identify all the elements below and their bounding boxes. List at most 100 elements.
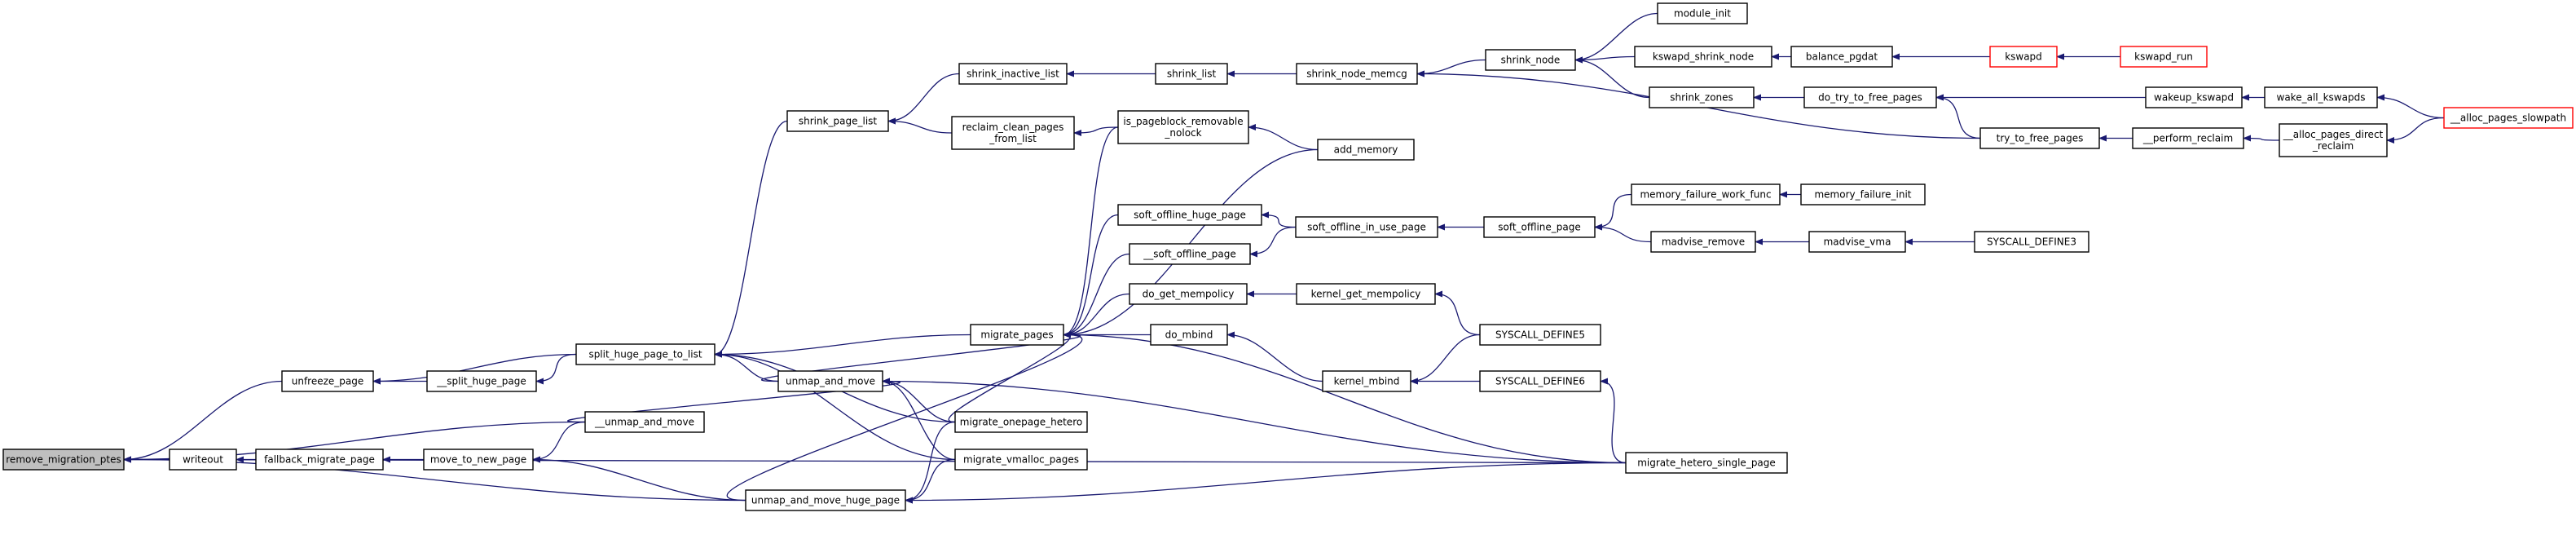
graph-node-move-to-new-page[interactable]: move_to_new_page [423,449,534,471]
call-edge-n23-to-n25 [1063,126,1119,338]
call-edge-n49-to-n25 [726,331,1083,502]
graph-node-alloc-pages-slowpath[interactable]: __alloc_pages_slowpath [2443,107,2574,129]
graph-node-madvise-remove[interactable]: madvise_remove [1650,231,1756,253]
call-edge-n37-to-n36 [1434,290,1481,336]
graph-node-soft-offline-huge-page[interactable]: soft_offline_huge_page [1117,204,1262,226]
graph-node-kswapd-shrink-node[interactable]: kswapd_shrink_node [1634,46,1772,68]
graph-node-add-memory[interactable]: add_memory [1317,139,1415,161]
node-label: wake_all_kswapds [2277,92,2366,104]
node-label: kswapd_run [2134,51,2193,63]
call-edge-n22-to-n4 [887,117,953,134]
graph-node-soft-offline-page[interactable]: soft_offline_page [1483,216,1596,238]
graph-node-kswapd[interactable]: kswapd [1989,46,2058,68]
graph-node-madvise-vma[interactable]: madvise_vma [1808,231,1906,253]
call-edge-n21-to-n20 [2243,135,2280,142]
graph-node-shrink-page-list[interactable]: shrink_page_list [786,110,889,132]
call-edge-n41-to-n40 [1600,378,1627,464]
graph-node-syscall-define3[interactable]: SYSCALL_DEFINE3 [1974,231,2089,253]
node-box [1117,110,1249,144]
graph-node-do-try-to-free-pages[interactable]: do_try_to_free_pages [1803,86,1937,108]
call-edge-n42-to-n25 [760,331,1081,382]
graph-node-split-huge-page-to-list[interactable]: split_huge_page_to_list [575,343,716,365]
graph-node-perform-reclaim[interactable]: __perform_reclaim [2132,127,2244,149]
node-label: __split_huge_page [436,376,526,387]
node-label: kernel_get_mempolicy [1311,289,1421,300]
graph-node-memory-failure-init[interactable]: memory_failure_init [1800,183,1926,206]
graph-node-shrink-list[interactable]: shrink_list [1155,63,1228,85]
graph-node-try-to-free-pages[interactable]: try_to_free_pages [1979,127,2100,149]
graph-node-unfreeze-page[interactable]: unfreeze_page [281,370,374,392]
node-label: _nolock [1164,127,1201,139]
node-label: kswapd [2005,51,2042,63]
graph-node-writeout[interactable]: writeout [169,449,237,471]
graph-node-shrink-zones[interactable]: shrink_zones [1649,86,1755,108]
graph-node-unmap-and-move[interactable]: unmap_and_move [777,370,883,392]
graph-node-do-mbind[interactable]: do_mbind [1150,324,1228,346]
graph-node-migrate-onepage-hetero[interactable]: migrate_onepage_hetero [954,411,1088,433]
graph-node-kernel-mbind[interactable]: kernel_mbind [1322,370,1411,392]
node-label: shrink_list [1167,68,1217,80]
node-box [1989,46,2058,68]
node-box [786,110,889,132]
node-label: unfreeze_page [292,376,364,387]
call-edge-n45-to-n42 [567,378,900,423]
node-label: do_try_to_free_pages [1818,92,1922,104]
graph-node-alloc-pages-direct-reclaim[interactable]: __alloc_pages_direct_reclaim [2279,123,2388,157]
node-box [1483,216,1596,238]
node-label: shrink_inactive_list [967,68,1059,80]
graph-node-migrate-hetero-single-page[interactable]: migrate_hetero_single_page [1625,452,1788,474]
node-box [1296,283,1436,305]
node-box [1155,63,1228,85]
node-label: __perform_reclaim [2142,133,2233,144]
node-box [1657,2,1748,24]
graph-node-kernel-get-mempolicy[interactable]: kernel_get_mempolicy [1296,283,1436,305]
node-label: __alloc_pages_direct [2283,129,2384,140]
node-box [2279,123,2388,157]
node-label: soft_offline_page [1498,222,1581,233]
node-label: do_get_mempolicy [1143,289,1235,300]
graph-node-do-get-mempolicy[interactable]: do_get_mempolicy [1129,283,1248,305]
graph-node-kswapd-run[interactable]: kswapd_run [2120,46,2208,68]
node-box [1322,370,1411,392]
graph-node-wakeup-kswapd[interactable]: wakeup_kswapd [2145,86,2243,108]
node-label: soft_offline_in_use_page [1307,222,1426,233]
graph-node-module-init[interactable]: module_init [1657,2,1748,24]
node-layer: remove_migration_ptes unfreeze_page __spli… [2,2,2574,511]
node-box [1317,139,1415,161]
graph-node-unmap-and-move[interactable]: __unmap_and_move [584,411,705,433]
graph-node-soft-offline-in-use-page[interactable]: soft_offline_in_use_page [1295,216,1438,238]
graph-node-shrink-node[interactable]: shrink_node [1485,49,1576,71]
graph-node-syscall-define6[interactable]: SYSCALL_DEFINE6 [1479,370,1601,392]
call-edge-n44-to-n49 [905,458,956,504]
graph-node-memory-failure-work-func[interactable]: memory_failure_work_func [1631,183,1781,206]
call-edge-n9-to-n8 [1574,12,1658,64]
graph-node-wake-all-kswapds[interactable]: wake_all_kswapds [2264,86,2378,108]
graph-node-soft-offline-page[interactable]: __soft_offline_page [1129,243,1251,265]
graph-node-migrate-pages[interactable]: migrate_pages [970,324,1064,346]
call-edge-n1-to-n0 [123,380,283,463]
node-box [2,449,125,471]
graph-node-fallback-migrate-page[interactable]: fallback_migrate_page [255,449,384,471]
graph-node-shrink-inactive-list[interactable]: shrink_inactive_list [958,63,1068,85]
node-label: move_to_new_page [430,454,526,466]
graph-node-balance-pgdat[interactable]: balance_pgdat [1790,46,1893,68]
call-edge-n19-to-n15 [1935,94,1981,139]
graph-node-remove-migration-ptes[interactable]: remove_migration_ptes [2,449,125,471]
graph-node-unmap-and-move-huge-page[interactable]: unmap_and_move_huge_page [745,489,906,511]
graph-node-is-pageblock-removable-nolock[interactable]: is_pageblock_removable_nolock [1117,110,1249,144]
graph-node-split-huge-page[interactable]: __split_huge_page [426,370,537,392]
node-label: balance_pgdat [1806,51,1878,63]
graph-node-migrate-vmalloc-pages[interactable]: migrate_vmalloc_pages [954,449,1088,471]
call-edge-n27-to-n34 [1249,226,1297,258]
node-box [1296,63,1418,85]
graph-node-shrink-node-memcg[interactable]: shrink_node_memcg [1296,63,1418,85]
graph-node-reclaim-clean-pages-from-list[interactable]: reclaim_clean_pages_from_list [951,116,1075,150]
node-label: wakeup_kswapd [2154,92,2234,104]
node-label: SYSCALL_DEFINE5 [1495,329,1585,341]
node-label: kernel_mbind [1334,376,1400,387]
node-label: soft_offline_huge_page [1134,210,1246,221]
call-edge-n23-to-n22 [1073,126,1119,136]
call-edge-n41-to-n42 [882,378,1627,464]
graph-node-syscall-define5[interactable]: SYSCALL_DEFINE5 [1479,324,1601,346]
node-box [1979,127,2100,149]
